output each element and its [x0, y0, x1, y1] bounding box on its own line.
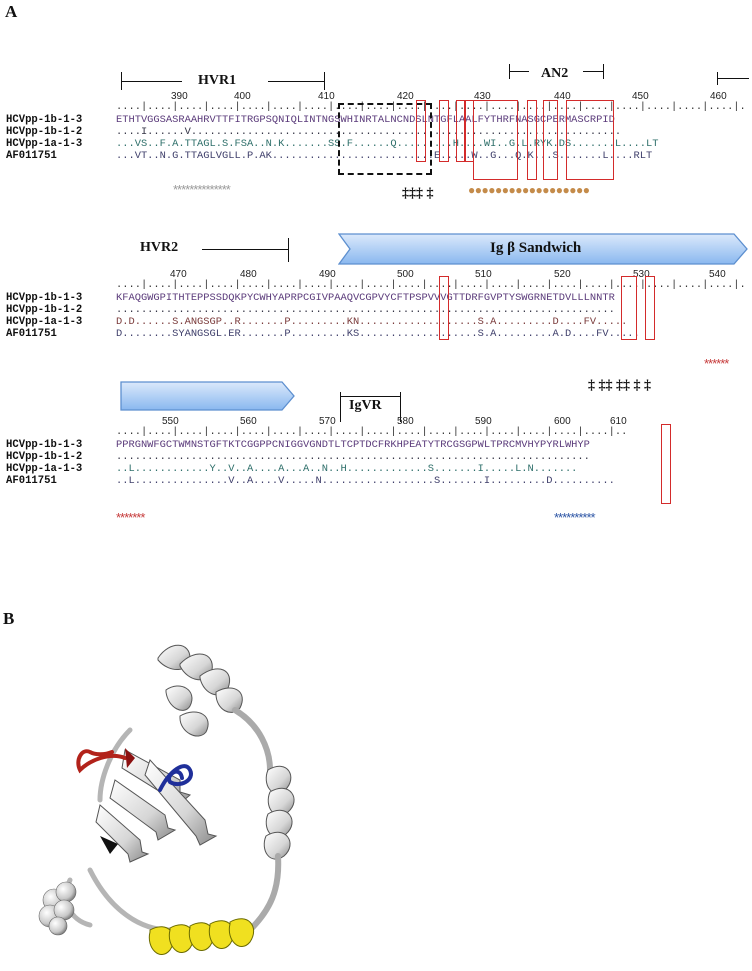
position-label: 490 [319, 269, 336, 280]
hvr1-label: HVR1 [198, 73, 237, 88]
position-label: 470 [170, 269, 187, 280]
position-label: 580 [397, 416, 414, 427]
alignment-ruler: ....|....|....|....|....|....|....|....|… [116, 279, 748, 291]
sequence-row: KFAQGWGPITHTEPPSSDQKPYCWHYAPRPCGIVPAAQVC… [116, 292, 615, 304]
position-label: 450 [632, 91, 649, 102]
an2-bracket-right [603, 64, 604, 79]
sequence-row: D........SYANGSGL.ER.......P.........KS.… [116, 328, 640, 340]
sequence-row: D.D......S.ANGSGP..R.......P.........KN.… [116, 316, 628, 328]
sequence-name: HCVpp-1a-1-3 [6, 316, 83, 328]
panel-b-label: B [3, 609, 15, 628]
sequence-name: AF011751 [6, 150, 57, 162]
hvr1-star-markers: ************** [173, 182, 231, 197]
dagger-markers: ‡ ‡‡ ‡‡ ‡ ‡ [588, 378, 651, 393]
highlight-box [456, 100, 466, 162]
position-label: 610 [610, 416, 627, 427]
sequence-row: ........................................… [116, 451, 590, 463]
igvr-bracket-right [400, 392, 401, 422]
sequence-name: HCVpp-1b-1-2 [6, 126, 83, 138]
position-label: 430 [474, 91, 491, 102]
alignment-ruler: ....|....|....|....|....|....|....|....|… [116, 426, 628, 438]
highlight-box [473, 100, 518, 180]
hvr2-bracket-right [288, 238, 289, 262]
dashed-epitope-box [338, 103, 432, 175]
position-label: 590 [475, 416, 492, 427]
hvr2-bracket-line [202, 249, 288, 250]
position-label: 500 [397, 269, 414, 280]
highlight-box [439, 100, 449, 162]
sequence-row: ....I......V............................… [116, 126, 622, 138]
sequence-name: HCVpp-1b-1-2 [6, 304, 83, 316]
hvr2-label: HVR2 [140, 240, 179, 255]
hvr1-bracket-line-right [268, 81, 324, 82]
position-label: 520 [554, 269, 571, 280]
sequence-row: ........................................… [116, 304, 615, 316]
next-region-bracket-line [717, 78, 749, 79]
position-label: 570 [319, 416, 336, 427]
an2-label: AN2 [541, 66, 569, 81]
position-label: 400 [234, 91, 251, 102]
position-label: 510 [475, 269, 492, 280]
highlight-box [621, 276, 637, 340]
protein-structure-ribbon [38, 644, 295, 955]
highlight-box [645, 276, 655, 340]
sequence-name: HCVpp-1a-1-3 [6, 138, 83, 150]
hvr1-bracket-right [324, 72, 325, 90]
sequence-name: AF011751 [6, 328, 57, 340]
hvr1-bracket-line-left [121, 81, 182, 82]
sequence-name: HCVpp-1a-1-3 [6, 463, 83, 475]
sequence-row: ETHTVGGSASRAAHRVTTFITRGPSQNIQLINTNGSWHIN… [116, 114, 615, 126]
highlight-box [527, 100, 537, 180]
an2-dot-markers: ●●●●●●●●●●●●●●●●●● [468, 183, 590, 197]
red-star-markers: ******* [116, 510, 145, 525]
igvr-label: IgVR [349, 398, 382, 413]
alignment-ruler: ....|....|....|....|....|....|....|....|… [116, 101, 748, 113]
igvr-bracket-left [340, 392, 341, 422]
sequence-row: PPRGNWFGCTWMNSTGFTKTCGGPPCNIGGVGNDTLTCPT… [116, 439, 590, 451]
sequence-row: ..L............Y..V..A....A...A..N..H...… [116, 463, 578, 475]
position-label: 600 [554, 416, 571, 427]
position-label: 460 [710, 91, 727, 102]
dagger-markers: ‡‡‡ ‡ [402, 186, 434, 201]
blue-star-markers: ********** [554, 510, 596, 525]
sequence-name: HCVpp-1b-1-3 [6, 114, 83, 126]
sequence-name: HCVpp-1b-1-3 [6, 439, 83, 451]
sequence-row: ...VT..N.G.TTAGLVGLL.P.AK...............… [116, 150, 653, 162]
sequence-name: AF011751 [6, 475, 57, 487]
position-label: 560 [240, 416, 257, 427]
position-label: 440 [554, 91, 571, 102]
sequence-name: HCVpp-1b-1-2 [6, 451, 83, 463]
position-label: 480 [240, 269, 257, 280]
beta-sheet-arrow [120, 381, 295, 411]
ig-beta-sandwich-arrow [338, 233, 748, 265]
position-label: 530 [633, 269, 650, 280]
position-label: 420 [397, 91, 414, 102]
highlight-box [439, 276, 449, 340]
sequence-row: ..L...............V..A....V.....N.......… [116, 475, 615, 487]
highlight-box [661, 424, 671, 504]
panel-a-label: A [5, 2, 18, 21]
an2-bracket-line-right [583, 71, 603, 72]
sequence-row: ...VS..F.A.TTAGL.S.FSA..N.K.......SS.F..… [116, 138, 659, 150]
an2-bracket-line-left [509, 71, 529, 72]
red-star-markers: ****** [704, 356, 729, 371]
highlight-box [543, 100, 558, 180]
highlight-box [566, 100, 614, 180]
highlight-box [416, 100, 426, 162]
igvr-bracket-top [340, 396, 400, 397]
position-label: 540 [709, 269, 726, 280]
position-label: 390 [171, 91, 188, 102]
position-label: 410 [318, 91, 335, 102]
ig-beta-sandwich-label: Ig β Sandwich [490, 240, 582, 256]
sequence-name: HCVpp-1b-1-3 [6, 292, 83, 304]
position-label: 550 [162, 416, 179, 427]
